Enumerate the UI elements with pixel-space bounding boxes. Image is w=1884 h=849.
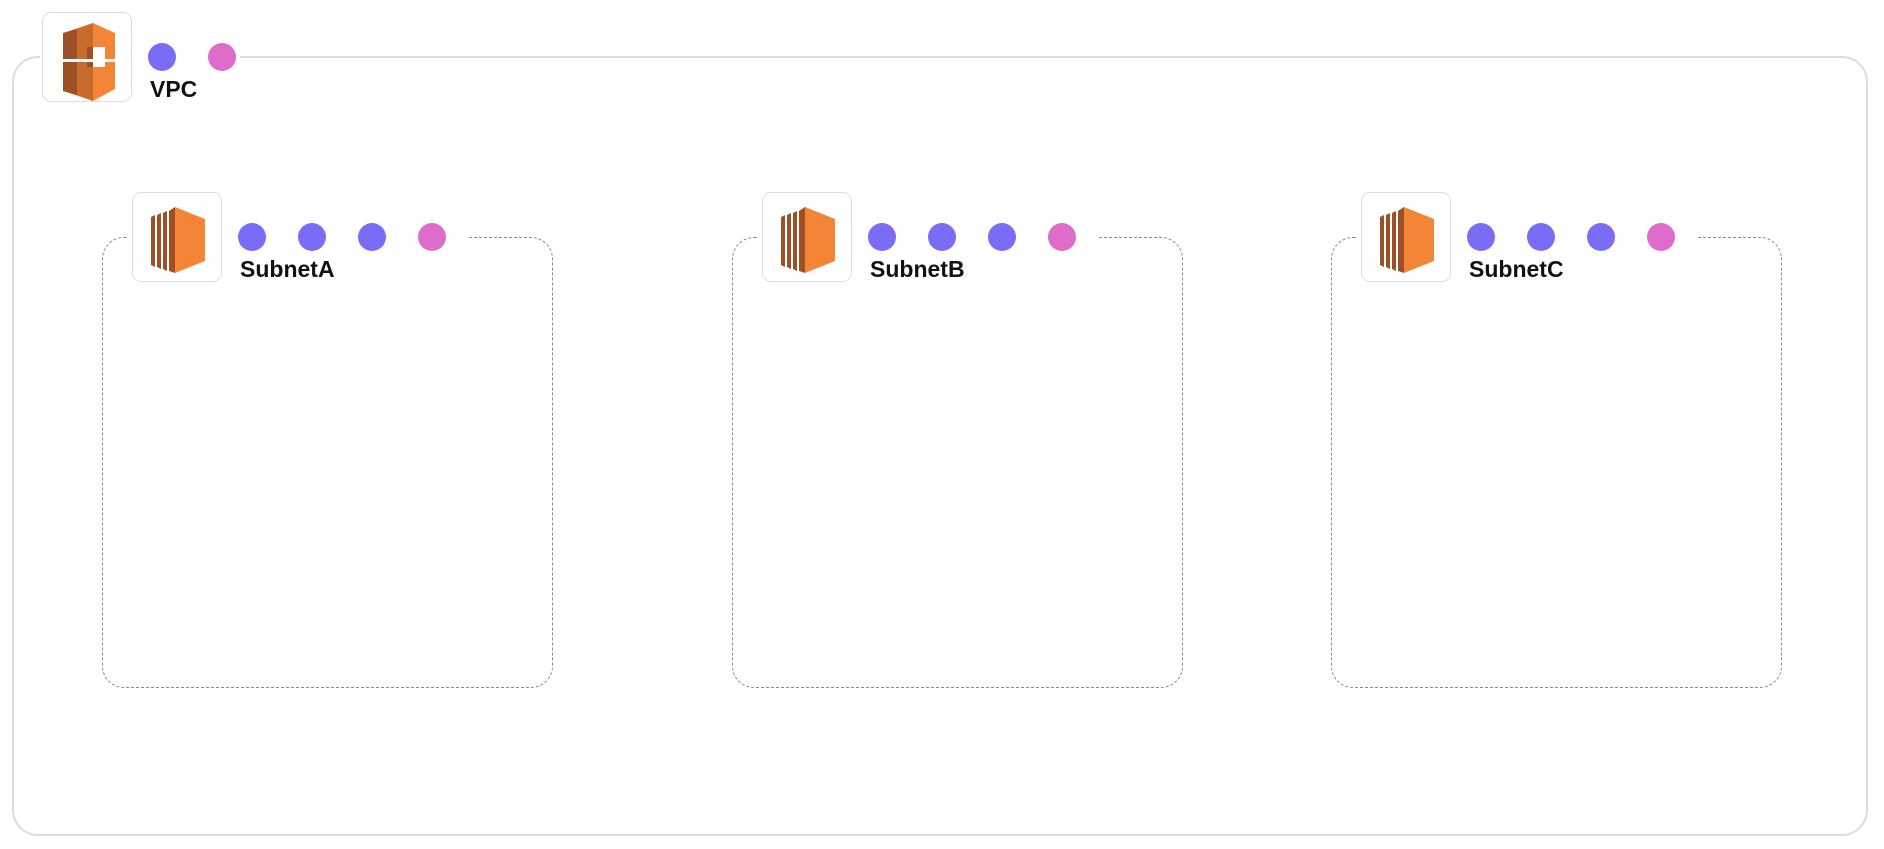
- subnet-b-label: SubnetB: [870, 256, 965, 282]
- subnet-a-label: SubnetA: [240, 256, 335, 282]
- ec2-icon[interactable]: [1361, 192, 1451, 282]
- subnet-b-property-dot-3[interactable]: [988, 223, 1016, 251]
- subnet-c-container[interactable]: [1331, 237, 1782, 688]
- subnet-b-property-dot-1[interactable]: [868, 223, 896, 251]
- subnet-b-link-dot[interactable]: [1048, 223, 1076, 251]
- subnet-b-property-dot-2[interactable]: [928, 223, 956, 251]
- subnet-a-property-dot-1[interactable]: [238, 223, 266, 251]
- vpc-property-dot[interactable]: [148, 43, 176, 71]
- vpc-link-dot[interactable]: [208, 43, 236, 71]
- subnet-c-label: SubnetC: [1469, 256, 1564, 282]
- ec2-icon[interactable]: [762, 192, 852, 282]
- subnet-a-property-dot-3[interactable]: [358, 223, 386, 251]
- subnet-a-container[interactable]: [102, 237, 553, 688]
- subnet-c-link-dot[interactable]: [1647, 223, 1675, 251]
- subnet-c-property-dot-2[interactable]: [1527, 223, 1555, 251]
- vpc-icon[interactable]: [42, 12, 132, 102]
- vpc-label: VPC: [150, 76, 198, 102]
- subnet-b-container[interactable]: [732, 237, 1183, 688]
- subnet-a-property-dot-2[interactable]: [298, 223, 326, 251]
- ec2-icon[interactable]: [132, 192, 222, 282]
- subnet-c-property-dot-3[interactable]: [1587, 223, 1615, 251]
- vpc-container[interactable]: [12, 56, 1868, 836]
- subnet-c-property-dot-1[interactable]: [1467, 223, 1495, 251]
- subnet-a-link-dot[interactable]: [418, 223, 446, 251]
